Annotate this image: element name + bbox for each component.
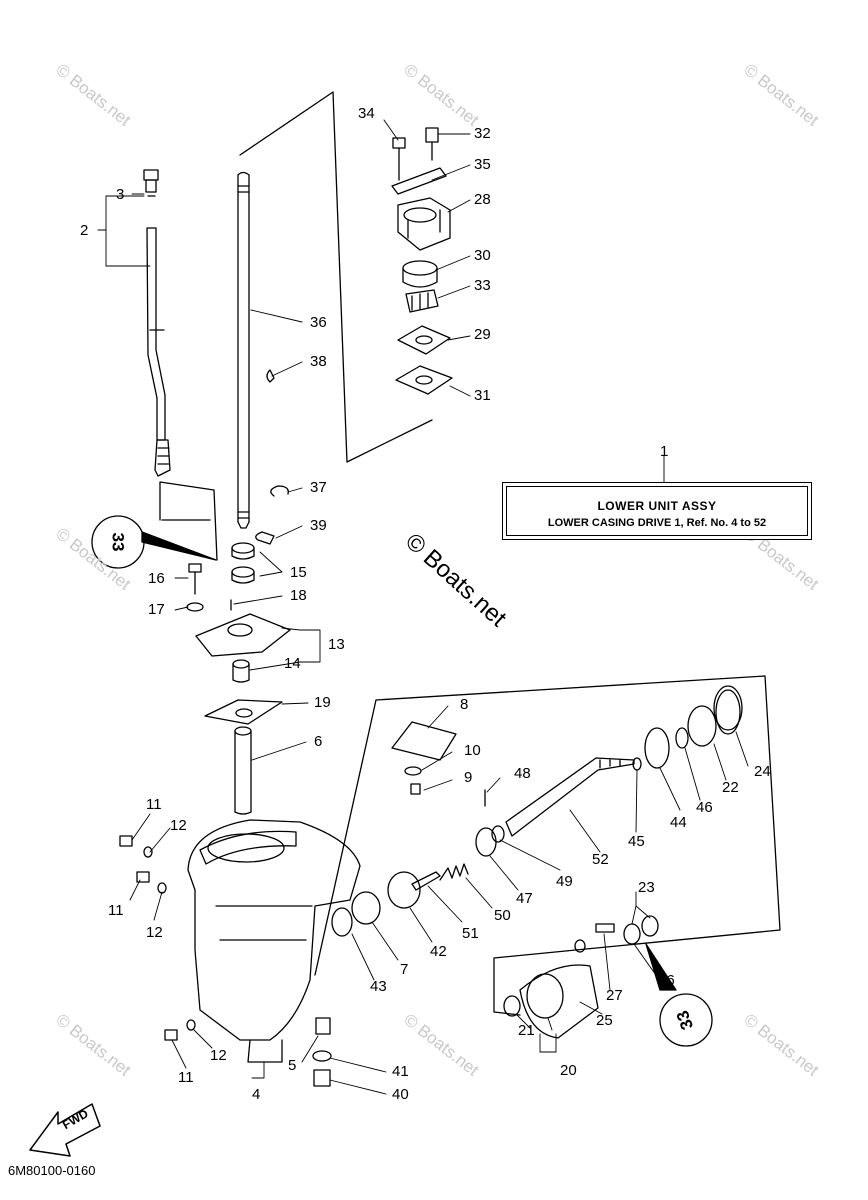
callout-51: 51	[462, 925, 479, 942]
callout-5: 5	[288, 1057, 297, 1074]
callout-12: 12	[210, 1047, 227, 1064]
callout-23: 23	[638, 879, 655, 896]
callout-11: 11	[108, 902, 124, 919]
drive-shaft	[237, 171, 250, 529]
callout-52: 52	[592, 851, 609, 868]
callout-34: 34	[358, 105, 375, 122]
callout-44: 44	[670, 814, 687, 831]
callout-8: 8	[460, 696, 469, 713]
callout-16: 16	[148, 570, 165, 587]
drain-screw-group	[312, 1017, 332, 1087]
callout-32: 32	[474, 125, 491, 142]
assembly-subtitle: LOWER CASING DRIVE 1, Ref. No. 4 to 52	[547, 517, 767, 529]
callout-19: 19	[314, 694, 331, 711]
callout-39: 39	[310, 517, 327, 534]
water-tube	[234, 726, 252, 815]
callout-12: 12	[146, 924, 163, 941]
callout-9: 9	[464, 769, 473, 786]
badge-pointer-lower	[645, 943, 677, 991]
callout-11: 11	[178, 1069, 194, 1086]
callout-46: 46	[696, 799, 713, 816]
fwd-arrow	[29, 1103, 101, 1157]
water-pump	[391, 127, 453, 395]
callout-10: 10	[464, 742, 481, 759]
o-ring-24	[713, 685, 743, 731]
callout-43: 43	[370, 978, 387, 995]
callout-42: 42	[430, 943, 447, 960]
callout-28: 28	[474, 191, 491, 208]
callout-17: 17	[148, 601, 165, 618]
clip-39	[255, 531, 275, 545]
callout-7: 7	[400, 961, 409, 978]
anode-group	[391, 721, 457, 795]
callout-15: 15	[290, 564, 307, 581]
callout-6: 6	[314, 733, 323, 750]
group-frame-lines	[159, 91, 781, 1016]
callout-25: 25	[596, 1012, 613, 1029]
diagram-code: 6M80100-0160	[8, 1163, 96, 1178]
callout-36: 36	[310, 314, 327, 331]
callout-2: 2	[80, 222, 89, 239]
callout-18: 18	[290, 587, 307, 604]
lower-casing	[187, 819, 361, 1063]
assembly-ref-number: 1	[660, 443, 669, 460]
callout-41: 41	[392, 1063, 409, 1080]
callout-45: 45	[628, 833, 645, 850]
callout-37: 37	[310, 479, 327, 496]
lubricant-mark-upper: 33	[108, 532, 128, 552]
callout-40: 40	[392, 1086, 409, 1103]
badge-pointer-upper	[141, 531, 217, 561]
callout-14: 14	[284, 655, 301, 672]
callout-50: 50	[494, 907, 511, 924]
callout-47: 47	[516, 890, 533, 907]
circlip-37	[270, 485, 289, 497]
callout-31: 31	[474, 387, 491, 404]
gear-train	[331, 689, 741, 937]
callout-38: 38	[310, 353, 327, 370]
callout-29: 29	[474, 326, 491, 343]
callout-48: 48	[514, 765, 531, 782]
assembly-title: LOWER UNIT ASSY	[597, 499, 717, 513]
callout-35: 35	[474, 156, 491, 173]
rod-51	[411, 871, 441, 891]
callout-20: 20	[560, 1062, 577, 1079]
spring-50	[439, 863, 469, 881]
callout-27: 27	[606, 987, 623, 1004]
assembly-info-box: LOWER UNIT ASSY LOWER CASING DRIVE 1, Re…	[502, 482, 812, 540]
callout-26: 26	[658, 972, 675, 989]
propeller-housing	[503, 915, 659, 1039]
assembly-info-inner-border: LOWER UNIT ASSY LOWER CASING DRIVE 1, Re…	[506, 486, 808, 536]
callout-4: 4	[252, 1086, 261, 1103]
callout-3: 3	[116, 186, 125, 203]
shift-rod	[143, 169, 171, 477]
callout-30: 30	[474, 247, 491, 264]
callout-24: 24	[754, 763, 771, 780]
callout-49: 49	[556, 873, 573, 890]
callout-22: 22	[722, 779, 739, 796]
callout-21: 21	[518, 1022, 535, 1039]
callout-12: 12	[170, 817, 187, 834]
callout-33: 33	[474, 277, 491, 294]
callout-11: 11	[146, 796, 162, 813]
callout-13: 13	[328, 636, 345, 653]
casing-bolts	[119, 835, 196, 1041]
lubricant-badge-lower	[659, 993, 713, 1047]
upper-bearing-group	[186, 542, 291, 725]
clip-38	[266, 369, 275, 383]
leader-lines	[97, 119, 749, 1095]
